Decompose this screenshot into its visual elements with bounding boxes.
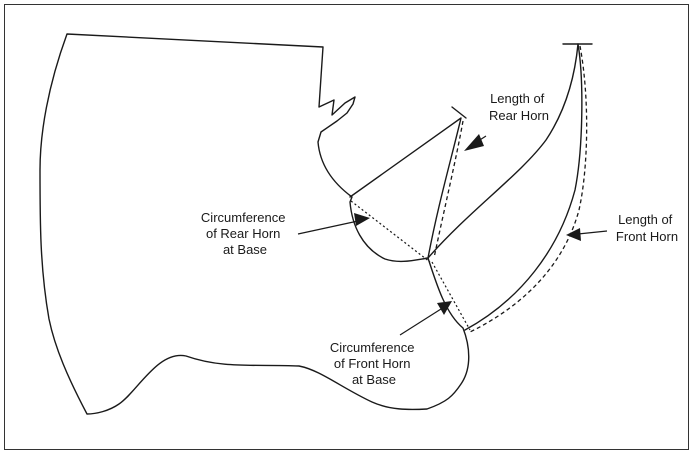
label-circumference-front-horn-line1: Circumference bbox=[330, 340, 415, 355]
frame-border bbox=[4, 4, 689, 450]
front-horn-circumference-pointer bbox=[399, 308, 442, 336]
label-circumference-front-horn-line2: of Front Horn bbox=[334, 356, 411, 371]
rear-horn-circumference-pointer bbox=[297, 220, 359, 235]
rear-horn-circumference-line bbox=[350, 200, 431, 263]
rear-horn bbox=[349, 117, 462, 259]
label-circumference-rear-horn-line1: Circumference bbox=[201, 210, 286, 225]
label-circumference-rear-horn-line3: at Base bbox=[223, 242, 267, 257]
front-horn-length-arrowhead bbox=[566, 228, 581, 241]
label-length-rear-horn-line1: Length of bbox=[490, 91, 545, 106]
front-horn-length-line bbox=[469, 45, 588, 333]
label-circumference-front-horn: Circumference of Front Horn at Base bbox=[330, 340, 418, 387]
label-length-front-horn: Length of Front Horn bbox=[616, 212, 678, 244]
front-horn bbox=[427, 43, 583, 331]
front-horn-circumference-arrowhead bbox=[437, 301, 452, 315]
rear-horn-cap bbox=[451, 106, 467, 119]
rear-horn-length-line bbox=[433, 120, 464, 259]
head-outline bbox=[39, 33, 470, 415]
rear-horn-length-arrowhead bbox=[464, 134, 484, 151]
front-horn-circumference-line bbox=[431, 261, 471, 331]
label-length-front-horn-line2: Front Horn bbox=[616, 229, 678, 244]
label-length-rear-horn: Length of Rear Horn bbox=[489, 91, 549, 123]
label-circumference-rear-horn: Circumference of Rear Horn at Base bbox=[201, 210, 289, 257]
label-length-front-horn-line1: Length of bbox=[618, 212, 673, 227]
label-circumference-rear-horn-line2: of Rear Horn bbox=[206, 226, 280, 241]
rear-horn-circumference-arrowhead bbox=[354, 213, 370, 226]
label-circumference-front-horn-line3: at Base bbox=[352, 372, 396, 387]
label-length-rear-horn-line2: Rear Horn bbox=[489, 108, 549, 123]
front-horn-length-pointer bbox=[577, 230, 608, 235]
